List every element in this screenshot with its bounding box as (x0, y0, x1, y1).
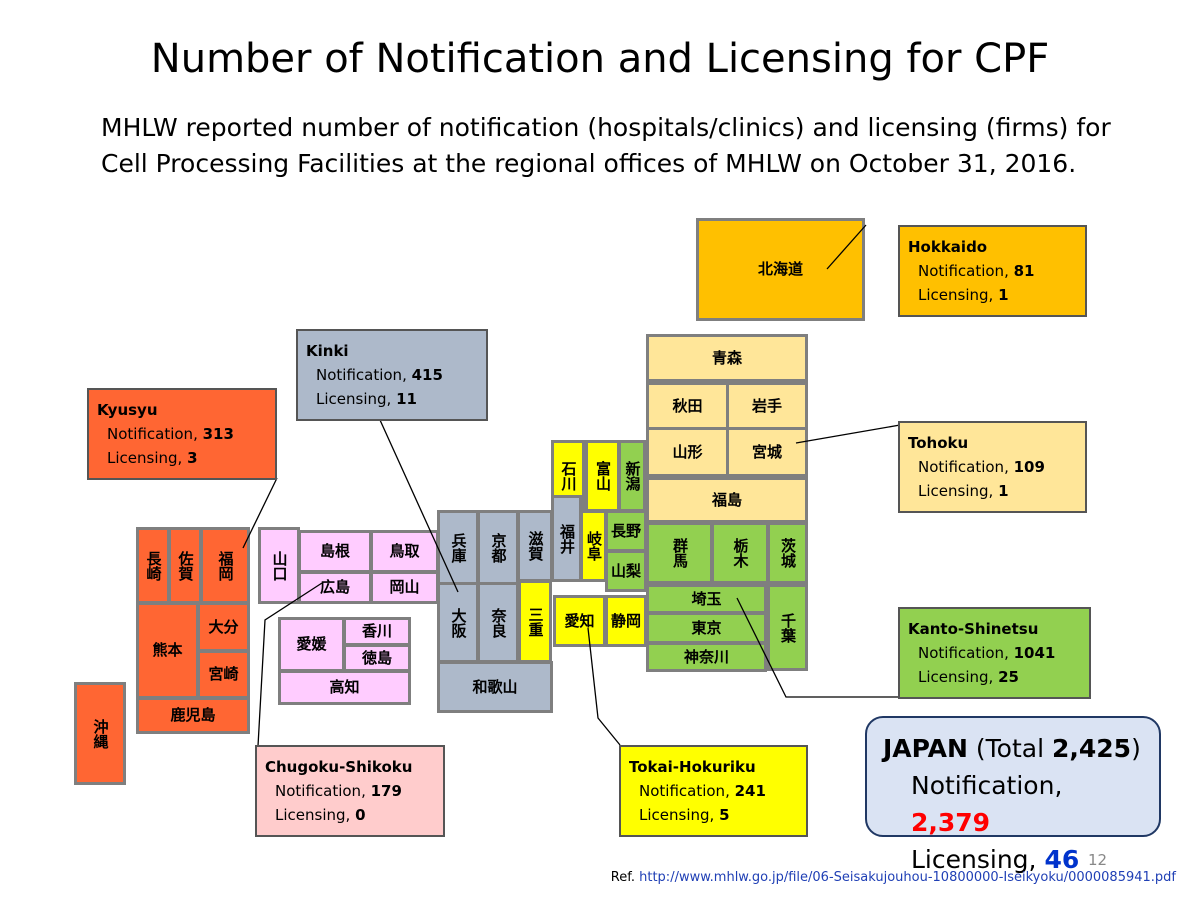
licensing-value: 5 (719, 806, 730, 824)
reference: Ref. http://www.mhlw.go.jp/file/06-Seisa… (0, 870, 1176, 885)
pref-niigata: 新潟 (618, 440, 646, 512)
subtitle-line-1: MHLW reported number of notification (ho… (101, 113, 1111, 142)
licensing-value: 11 (396, 390, 417, 408)
pref-hiroshima: 広島 (298, 571, 372, 604)
pref-aomori: 青森 (646, 334, 808, 382)
info-box-chugoku-shikoku: Chugoku-Shikoku Notification, 179 Licens… (255, 745, 445, 837)
licensing-value: 3 (187, 449, 198, 467)
pref-okayama: 岡山 (370, 571, 439, 604)
licensing-value: 25 (998, 668, 1019, 686)
leader-line-tohoku (795, 424, 901, 444)
licensing-row: Licensing, 11 (316, 390, 417, 408)
pref-saga: 佐賀 (168, 527, 202, 604)
info-box-tohoku: Tohoku Notification, 109 Licensing, 1 (898, 421, 1087, 513)
region-name: Kinki (306, 342, 349, 360)
pref-okinawa: 沖縄 (74, 682, 126, 785)
region-name: Chugoku-Shikoku (265, 758, 413, 776)
region-name: Kanto-Shinetsu (908, 620, 1039, 638)
pref-osaka: 大阪 (437, 582, 479, 663)
notification-value: 81 (1013, 262, 1035, 280)
notification-value: 241 (734, 782, 766, 800)
notification-row: Notification, 241 (639, 782, 766, 800)
pref-hokkaido: 北海道 (696, 218, 865, 321)
pref-gifu: 岐阜 (580, 510, 607, 582)
info-box-hokkaido: Hokkaido Notification, 81 Licensing, 1 (898, 225, 1087, 317)
pref-toyama: 富山 (585, 440, 620, 512)
notification-value: 109 (1013, 458, 1045, 476)
total-prefix: (Total (975, 734, 1045, 763)
notification-row: Notification, 415 (316, 366, 443, 384)
japan-notification-row: Notification, 2,379 (911, 771, 1063, 837)
info-box-kinki: Kinki Notification, 415 Licensing, 11 (296, 329, 488, 421)
pref-mie: 三重 (518, 580, 552, 663)
pref-kagoshima: 鹿児島 (136, 697, 250, 734)
japan-total-line: JAPAN (Total 2,425) (883, 730, 1143, 767)
japan-licensing-value: 46 (1044, 845, 1080, 874)
leader-line-kinki (379, 419, 459, 593)
info-box-kyusyu: Kyusyu Notification, 313 Licensing, 3 (87, 388, 277, 480)
pref-iwate: 岩手 (726, 382, 808, 430)
info-box-kanto-shinetsu: Kanto-Shinetsu Notification, 1041 Licens… (898, 607, 1091, 699)
notification-row: Notification, 81 (918, 262, 1035, 280)
japan-total-value: 2,425 (1052, 734, 1132, 763)
leader-line-tokai (587, 627, 621, 746)
licensing-row: Licensing, 1 (918, 482, 1009, 500)
licensing-row: Licensing, 5 (639, 806, 730, 824)
pref-kochi: 高知 (278, 670, 411, 705)
licensing-row: Licensing, 3 (107, 449, 198, 467)
japan-licensing-row: Licensing, 46 (911, 845, 1080, 874)
ref-label: Ref. (610, 870, 635, 885)
japan-total-box: JAPAN (Total 2,425) Notification, 2,379 … (865, 716, 1161, 874)
notification-row: Notification, 1041 (918, 644, 1056, 662)
licensing-row: Licensing, 25 (918, 668, 1019, 686)
slide-title: Number of Notification and Licensing for… (150, 36, 1050, 82)
pref-fukuoka: 福岡 (200, 527, 250, 604)
japan-notification-value: 2,379 (911, 808, 991, 837)
licensing-value: 1 (998, 286, 1009, 304)
pref-wakayama: 和歌山 (437, 661, 553, 713)
region-name: Hokkaido (908, 238, 988, 256)
pref-ibaraki: 茨城 (767, 522, 808, 584)
pref-ehime: 愛媛 (278, 617, 345, 672)
leader-line-kyusyu (242, 477, 278, 549)
japan-label: JAPAN (883, 734, 968, 763)
region-name: Tohoku (908, 434, 969, 452)
notification-value: 415 (411, 366, 443, 384)
leader-line-chugoku (257, 582, 323, 747)
notification-row: Notification, 313 (107, 425, 234, 443)
pref-fukui: 福井 (551, 495, 582, 582)
pref-fukushima: 福島 (646, 477, 808, 523)
ref-link[interactable]: http://www.mhlw.go.jp/file/06-Seisakujou… (639, 870, 1176, 885)
pref-shizuoka: 静岡 (605, 595, 647, 647)
slide-subtitle: MHLW reported number of notification (ho… (101, 110, 1141, 182)
pref-nara: 奈良 (477, 582, 519, 663)
licensing-value: 1 (998, 482, 1009, 500)
pref-miyagi: 宮城 (726, 427, 808, 477)
pref-aichi: 愛知 (553, 595, 606, 647)
leader-line-kanto (736, 597, 900, 698)
pref-chiba: 千葉 (767, 584, 808, 671)
notification-value: 1041 (1013, 644, 1056, 662)
info-box-tokai-hokuriku: Tokai-Hokuriku Notification, 241 Licensi… (619, 745, 808, 837)
pref-yamanashi: 山梨 (605, 550, 647, 592)
total-suffix: ) (1131, 734, 1141, 763)
page-number: 12 (1088, 851, 1108, 869)
licensing-value: 0 (355, 806, 366, 824)
notification-value: 313 (202, 425, 234, 443)
region-name: Kyusyu (97, 401, 158, 419)
leader-line-hokkaido (826, 224, 867, 270)
pref-oita: 大分 (197, 602, 250, 652)
licensing-row: Licensing, 1 (918, 286, 1009, 304)
subtitle-line-2: Cell Processing Facilities at the region… (101, 149, 1077, 178)
notification-row: Notification, 179 (275, 782, 402, 800)
notification-value: 179 (370, 782, 402, 800)
licensing-row: Licensing, 0 (275, 806, 366, 824)
notification-row: Notification, 109 (918, 458, 1045, 476)
region-name: Tokai-Hokuriku (629, 758, 756, 776)
pref-tokushima: 徳島 (343, 644, 411, 672)
